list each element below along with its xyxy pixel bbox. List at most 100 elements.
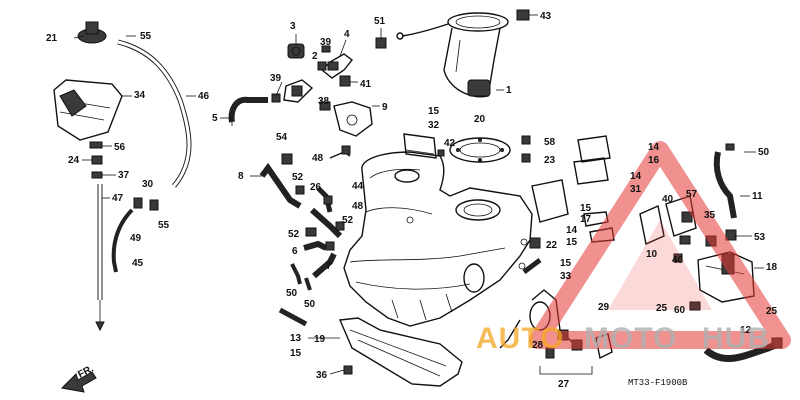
callout-56: 56	[114, 142, 126, 153]
front-direction-arrow	[60, 371, 97, 393]
callout-labels: 1 2 3 4 5 6 7 8 9 10 11 12 13 14 16 14 3…	[46, 11, 778, 390]
callout-53: 53	[754, 232, 766, 243]
callout-47: 47	[112, 193, 124, 204]
watermark-triangle	[529, 141, 791, 349]
strip-13	[278, 307, 308, 327]
callout-46: 46	[198, 91, 210, 102]
callout-18: 18	[766, 262, 778, 273]
callout-19: 19	[314, 334, 326, 345]
callout-37: 37	[118, 170, 130, 181]
callout-48b: 48	[352, 201, 364, 212]
bolt-22	[529, 237, 541, 249]
callout-15b: 15	[566, 237, 578, 248]
watermark-text-auto: AUTO	[476, 322, 564, 355]
watermark-text-moto: MOTO	[584, 322, 677, 355]
watermark: AUTO MOTO HUB	[476, 322, 770, 355]
callout-48a: 48	[312, 153, 324, 164]
callout-5: 5	[212, 113, 218, 124]
callout-52a: 52	[292, 172, 304, 183]
callout-60: 60	[674, 305, 686, 316]
callout-36: 36	[316, 370, 328, 381]
callout-15d: 15	[428, 106, 440, 117]
filler-cap-21	[77, 21, 107, 44]
callout-4: 4	[344, 29, 350, 40]
callout-39a: 39	[320, 37, 332, 48]
watermark-text-hub: HUB	[702, 322, 770, 355]
callout-9: 9	[382, 102, 388, 113]
callout-31: 31	[630, 184, 642, 195]
hose-50-11	[713, 143, 737, 219]
callout-40a: 40	[662, 194, 674, 205]
callout-10: 10	[646, 249, 658, 260]
callout-22: 22	[546, 240, 558, 251]
callout-43: 43	[540, 11, 552, 22]
callout-15a: 15	[580, 203, 592, 214]
clip-54	[281, 153, 293, 165]
callout-21: 21	[46, 33, 58, 44]
fuel-tank	[343, 151, 533, 327]
fuel-pump	[396, 12, 509, 98]
callout-52c: 52	[288, 229, 300, 240]
callout-15c: 15	[560, 258, 572, 269]
strip-15-33	[522, 258, 542, 274]
gasket-15-32	[403, 133, 437, 159]
callout-29: 29	[598, 302, 610, 313]
drain-parts	[89, 141, 159, 332]
hose-5	[228, 96, 268, 126]
callout-41: 41	[360, 79, 372, 90]
callout-26: 26	[310, 182, 322, 193]
callout-50b: 50	[304, 299, 316, 310]
hose-55-46	[117, 39, 192, 188]
callout-40b: 40	[672, 255, 684, 266]
callout-17: 17	[580, 214, 592, 225]
callout-49: 49	[130, 233, 142, 244]
callout-14b: 14	[630, 171, 642, 182]
callout-42: 42	[444, 138, 456, 149]
leader-lines	[73, 35, 764, 375]
callout-14a: 14	[648, 142, 660, 153]
callout-58: 58	[544, 137, 556, 148]
callout-11: 11	[752, 191, 763, 202]
fitting-43	[516, 9, 538, 21]
valve-group	[271, 28, 387, 137]
callout-7: 7	[326, 261, 332, 272]
callout-55a: 55	[140, 31, 152, 42]
pan-34	[53, 79, 123, 141]
callout-25b: 25	[766, 306, 778, 317]
callout-15e: 15	[290, 348, 302, 359]
callout-28: 28	[532, 340, 544, 351]
callout-20: 20	[474, 114, 486, 125]
callout-24: 24	[68, 155, 80, 166]
callout-32: 32	[428, 120, 440, 131]
hose-8	[259, 162, 302, 209]
callout-44: 44	[352, 181, 364, 192]
callout-54: 54	[276, 132, 288, 143]
small-fittings	[290, 145, 351, 291]
callout-35: 35	[704, 210, 716, 221]
pad-14-15	[531, 179, 569, 223]
ring-20	[449, 137, 511, 163]
callout-50c: 50	[758, 147, 770, 158]
callout-25a: 25	[656, 303, 668, 314]
diagram-code: MT33-F1900B	[628, 378, 688, 388]
callout-16: 16	[648, 155, 660, 166]
bolts-58-23	[437, 135, 531, 163]
callout-52b: 52	[342, 215, 354, 226]
callout-12: 12	[740, 325, 752, 336]
guard-19	[338, 317, 463, 387]
callout-33: 33	[560, 271, 572, 282]
callout-34: 34	[134, 90, 146, 101]
callout-50a: 50	[286, 288, 298, 299]
callout-39b: 39	[270, 73, 282, 84]
callout-14c: 14	[566, 225, 578, 236]
callout-27: 27	[558, 379, 570, 390]
callout-13: 13	[290, 333, 302, 344]
callout-8: 8	[238, 171, 244, 182]
callout-30: 30	[142, 179, 154, 190]
callout-23: 23	[544, 155, 556, 166]
callout-38: 38	[318, 96, 330, 107]
callout-1: 1	[506, 85, 512, 96]
callout-3: 3	[290, 21, 296, 32]
callout-51: 51	[374, 16, 386, 27]
